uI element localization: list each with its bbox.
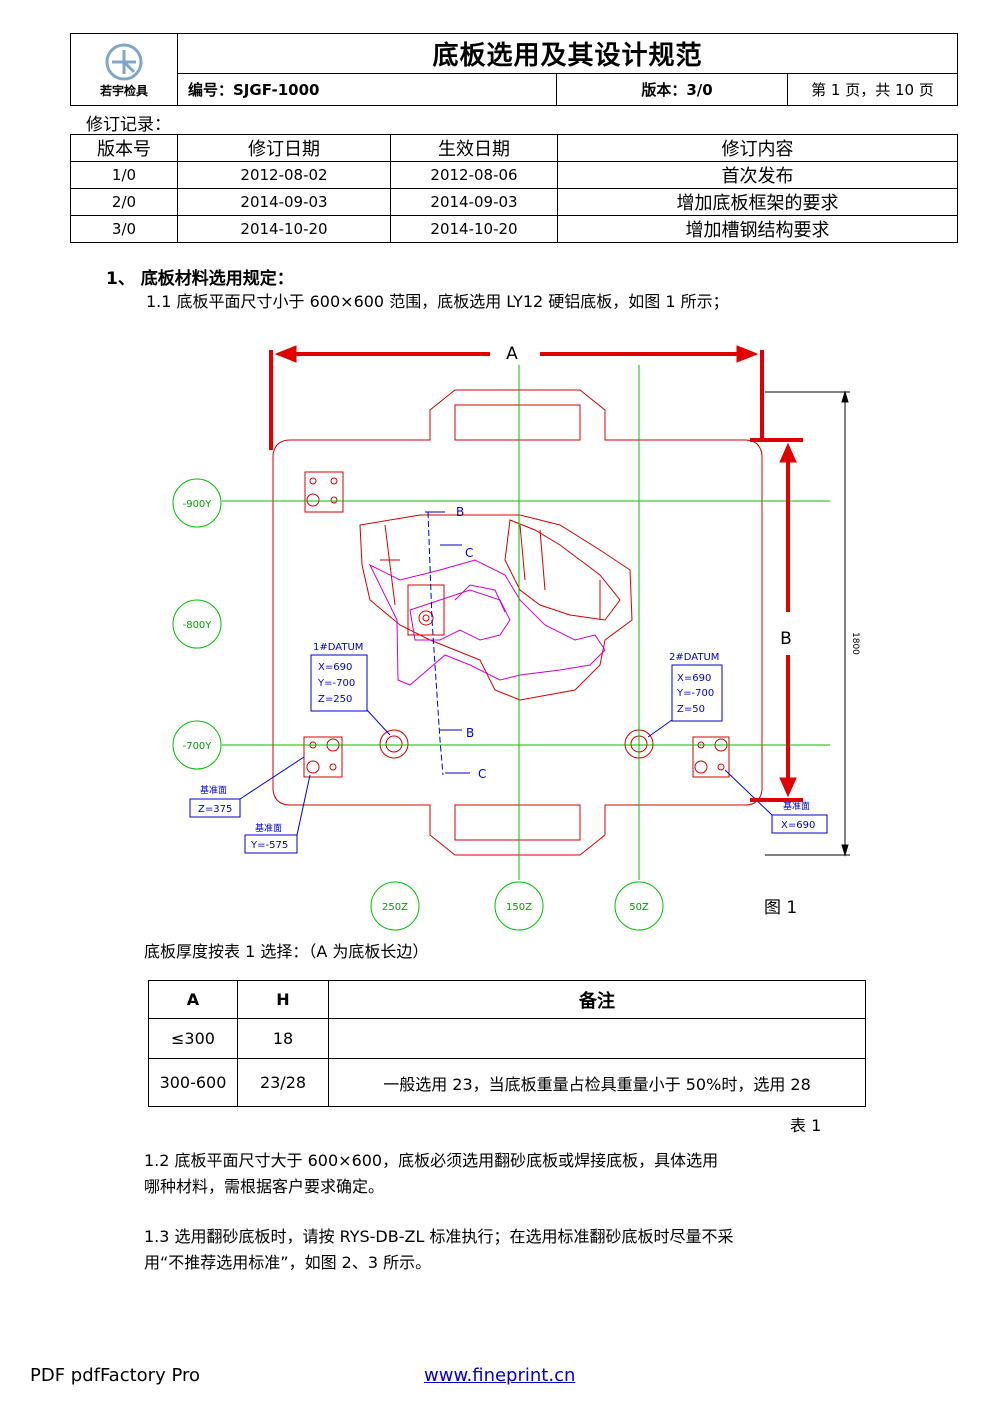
grid-label-left: -900Y	[183, 499, 213, 510]
figure-1-drawing: 1800	[172, 344, 860, 931]
table-cell: 增加槽钢结构要求	[557, 215, 958, 243]
datum2-z: Z=50	[677, 704, 705, 715]
datum1-y: Y=-700	[317, 678, 355, 689]
company-logo-icon	[105, 43, 143, 81]
table-cell: 2014-10-20	[390, 215, 558, 243]
company-name: 若宇检具	[99, 84, 148, 98]
footer-link[interactable]: www.fineprint.cn	[424, 1365, 576, 1386]
revision-col-revised: 修订日期	[177, 134, 391, 162]
paragraph-1-1: 1.1 底板平面尺寸小于 600×600 范围，底板选用 LY12 硬铝底板，如…	[146, 292, 729, 311]
table-cell	[328, 1018, 866, 1059]
thickness-intro: 底板厚度按表 1 选择：（A 为底板长边）	[144, 942, 429, 961]
table-caption: 表 1	[790, 1116, 822, 1135]
logo-cell: 若宇检具	[70, 33, 178, 106]
table-cell: 300-600	[148, 1058, 238, 1107]
table-cell: 增加底板框架的要求	[557, 188, 958, 216]
table-cell: 2014-09-03	[177, 188, 391, 216]
table-cell: 首次发布	[557, 161, 958, 189]
table-cell: 23/28	[237, 1058, 329, 1107]
datum1-z: Z=250	[318, 694, 352, 705]
table-cell: 18	[237, 1018, 329, 1059]
ref-plane-label: 基准面	[200, 784, 227, 796]
table-row: ≤300 18	[148, 1018, 866, 1059]
table-cell: 2012-08-02	[177, 161, 391, 189]
grid-label-bottom: 50Z	[629, 902, 649, 913]
table-cell: 2014-09-03	[390, 188, 558, 216]
thickness-header-row: A H 备注	[148, 980, 866, 1019]
thickness-col-note: 备注	[328, 980, 866, 1019]
document-version: 版本：3/0	[556, 73, 788, 106]
table-cell: 2/0	[70, 188, 178, 216]
dimension-label-b: B	[780, 629, 792, 649]
section-mark-b: B	[466, 726, 474, 740]
section-mark-c: C	[465, 546, 473, 560]
table-cell: 2012-08-06	[390, 161, 558, 189]
revision-col-version: 版本号	[70, 134, 178, 162]
paragraph-1-2-cont: 哪种材料，需根据客户要求确定。	[144, 1177, 385, 1196]
section-mark-c: C	[478, 767, 486, 781]
ref-x-label: X=690	[781, 820, 815, 831]
grid-label-bottom: 150Z	[506, 902, 532, 913]
section-mark-b: B	[456, 505, 464, 519]
revision-caption: 修订记录：	[86, 115, 171, 135]
dimension-text: 1800	[850, 632, 860, 655]
document-header: 若宇检具 底板选用及其设计规范 编号：SJGF-1000 版本：3/0 第 1 …	[70, 33, 958, 106]
table-row: 2/0 2014-09-03 2014-09-03 增加底板框架的要求	[70, 188, 958, 216]
ref-plane-label: 基准面	[255, 822, 282, 834]
paragraph-1-3: 1.3 选用翻砂底板时，请按 RYS-DB-ZL 标准执行；在选用标准翻砂底板时…	[144, 1227, 734, 1246]
table-row: 300-600 23/28 一般选用 23，当底板重量占检具重量小于 50%时，…	[148, 1058, 866, 1107]
datum2-title: 2#DATUM	[669, 652, 719, 663]
table-cell: 2014-10-20	[177, 215, 391, 243]
table-row: 1/0 2012-08-02 2012-08-06 首次发布	[70, 161, 958, 189]
grid-label-bottom: 250Z	[382, 902, 408, 913]
table-row: 3/0 2014-10-20 2014-10-20 增加槽钢结构要求	[70, 215, 958, 243]
datum2-x: X=690	[677, 673, 711, 684]
datum1-x: X=690	[318, 662, 352, 673]
grid-label-left: -800Y	[183, 620, 213, 631]
table-cell: ≤300	[148, 1018, 238, 1059]
revision-table: 版本号 修订日期 生效日期 修订内容 1/0 2012-08-02 2012-0…	[70, 134, 958, 243]
table-cell: 一般选用 23，当底板重量占检具重量小于 50%时，选用 28	[328, 1058, 866, 1107]
section-heading: 1、 底板材料选用规定：	[106, 269, 294, 289]
paragraph-1-3-cont: 用“不推荐选用标准”，如图 2、3 所示。	[144, 1253, 432, 1272]
page-indicator: 第 1 页，共 10 页	[787, 73, 958, 106]
ref-z-label: Z=375	[198, 804, 232, 815]
document-title: 底板选用及其设计规范	[177, 33, 958, 74]
revision-col-effective: 生效日期	[390, 134, 558, 162]
datum2-y: Y=-700	[676, 688, 714, 699]
ref-y-label: Y=-575	[250, 840, 288, 851]
thickness-col-a: A	[148, 980, 238, 1019]
grid-label-left: -700Y	[183, 741, 213, 752]
document-number: 编号：SJGF-1000	[177, 73, 557, 106]
ref-plane-label: 基准面	[783, 800, 810, 812]
table-cell: 1/0	[70, 161, 178, 189]
thickness-col-h: H	[237, 980, 329, 1019]
revision-col-content: 修订内容	[557, 134, 958, 162]
footer-producer: PDF pdfFactory Pro	[30, 1365, 201, 1386]
thickness-table: A H 备注 ≤300 18 300-600 23/28 一般选用 23，当底板…	[148, 980, 866, 1107]
datum1-title: 1#DATUM	[313, 642, 363, 653]
revision-header-row: 版本号 修订日期 生效日期 修订内容	[70, 134, 958, 162]
figure-caption: 图 1	[764, 898, 797, 918]
paragraph-1-2: 1.2 底板平面尺寸大于 600×600，底板必须选用翻砂底板或焊接底板，具体选…	[144, 1151, 719, 1170]
dimension-label-a: A	[506, 344, 518, 364]
table-cell: 3/0	[70, 215, 178, 243]
